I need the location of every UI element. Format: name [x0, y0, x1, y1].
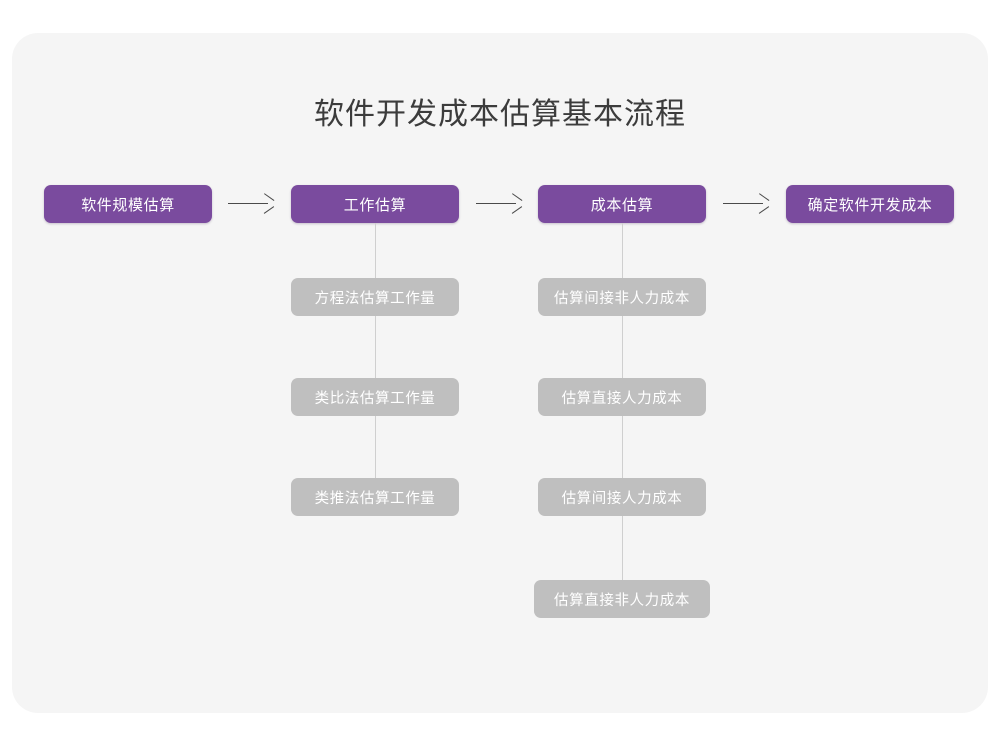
flow-step-work-estimation[interactable]: 工作估算 — [291, 185, 459, 223]
flow-step-determine-development-cost[interactable]: 确定软件开发成本 — [786, 185, 954, 223]
connector-cost-3 — [622, 416, 623, 478]
substep-direct-nonlabor-cost[interactable]: 估算直接非人力成本 — [534, 580, 710, 618]
connector-work-1 — [375, 223, 376, 279]
substep-analogy-method-workload[interactable]: 类比法估算工作量 — [291, 378, 459, 416]
connector-work-2 — [375, 316, 376, 378]
connector-cost-2 — [622, 316, 623, 378]
flow-step-software-scale-estimation[interactable]: 软件规模估算 — [44, 185, 212, 223]
substep-equation-method-workload[interactable]: 方程法估算工作量 — [291, 278, 459, 316]
arrow-2-icon — [476, 194, 522, 214]
substep-direct-labor-cost[interactable]: 估算直接人力成本 — [538, 378, 706, 416]
arrow-1-icon — [228, 194, 274, 214]
arrow-3-icon — [723, 194, 769, 214]
connector-work-3 — [375, 416, 376, 478]
flow-step-cost-estimation[interactable]: 成本估算 — [538, 185, 706, 223]
connector-cost-1 — [622, 223, 623, 279]
diagram-card — [12, 33, 988, 713]
page-title: 软件开发成本估算基本流程 — [314, 98, 686, 131]
connector-cost-4 — [622, 516, 623, 580]
substep-indirect-nonlabor-cost[interactable]: 估算间接非人力成本 — [538, 278, 706, 316]
substep-inference-method-workload[interactable]: 类推法估算工作量 — [291, 478, 459, 516]
substep-indirect-labor-cost[interactable]: 估算间接人力成本 — [538, 478, 706, 516]
